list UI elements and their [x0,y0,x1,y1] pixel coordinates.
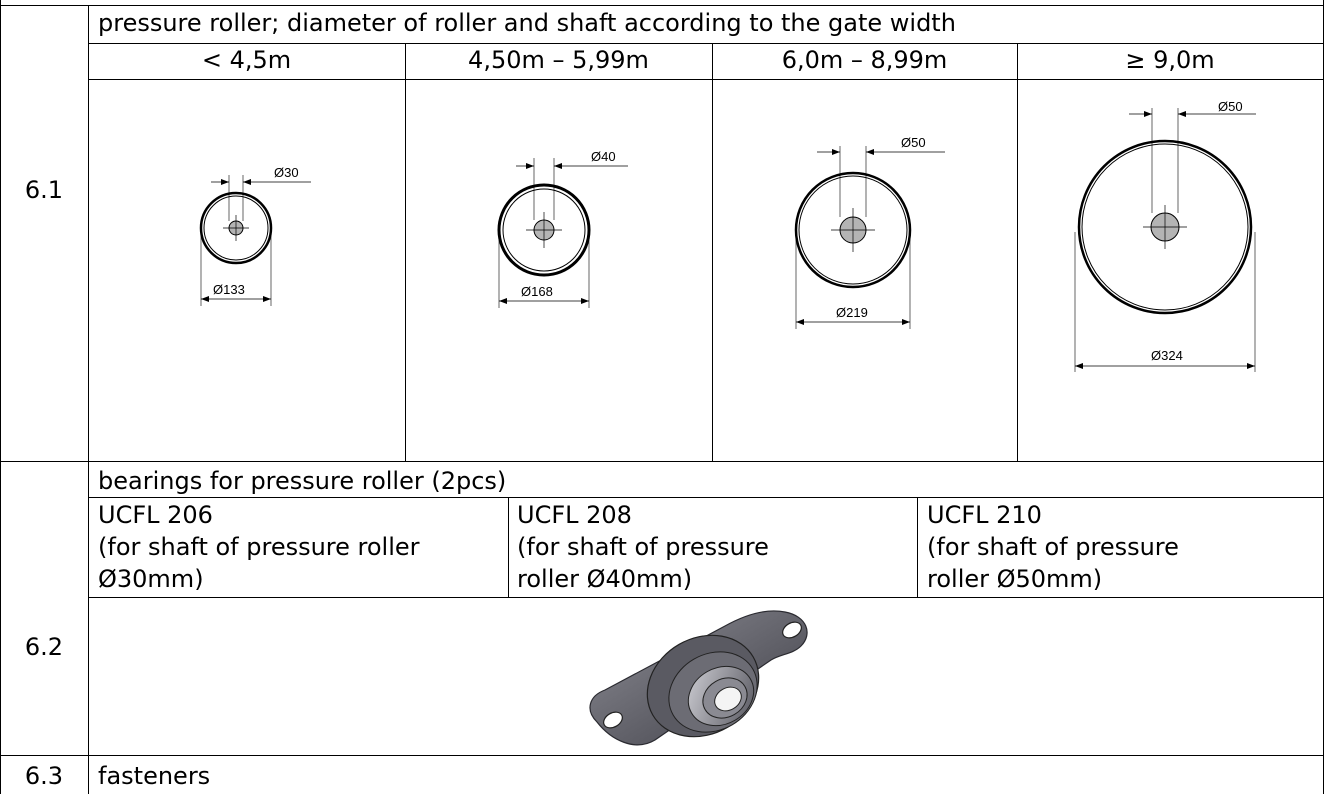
table-border-left [0,0,1,794]
row-divider [88,79,1324,80]
table-border-top [0,5,1324,6]
col-divider [917,497,918,597]
row-divider [88,497,1324,498]
col-divider [405,43,406,461]
bearing-note: roller Ø40mm) [517,565,693,593]
roller-drawing: Ø50 Ø324 [1074,99,1256,372]
roller-drawing: Ø50 Ø219 [794,135,945,329]
section-divider [0,461,1324,462]
bearing-note: roller Ø50mm) [927,565,1103,593]
width-range-label: 6,0m – 8,99m [781,46,948,74]
row-divider [88,597,1324,598]
shaft-diameter-label: Ø30 [274,165,299,180]
col-divider [712,43,713,461]
width-range-label: < 4,5m [201,46,292,74]
section-title: fasteners [98,762,211,790]
table-border-right [1323,0,1324,794]
col-divider [508,497,509,597]
flange-bearing-image [589,610,808,746]
bearing-model: UCFL 208 [517,501,632,529]
width-range-label: ≥ 9,0m [1125,46,1215,74]
roller-diameter-label: Ø168 [521,284,553,299]
roller-drawing: Ø40 Ø168 [497,149,628,308]
bearing-note: (for shaft of pressure [927,533,1179,561]
row-divider [88,43,1324,44]
section-divider [0,755,1324,756]
section-number: 6.1 [24,176,64,204]
shaft-diameter-label: Ø50 [901,135,926,150]
shaft-diameter-label: Ø40 [591,149,616,164]
section-title: bearings for pressure roller (2pcs) [98,467,507,495]
width-range-label: 4,50m – 5,99m [468,46,649,74]
bearing-note: (for shaft of pressure [517,533,769,561]
section-title: pressure roller; diameter of roller and … [98,9,956,37]
section-number: 6.2 [24,633,64,661]
bearing-model: UCFL 210 [927,501,1042,529]
number-column-divider [88,5,89,794]
roller-drawing: Ø30 Ø133 [199,165,311,306]
bearing-model: UCFL 206 [98,501,213,529]
roller-diameter-label: Ø133 [213,282,245,297]
col-divider [1017,43,1018,461]
roller-diameter-label: Ø324 [1151,348,1183,363]
shaft-diameter-label: Ø50 [1218,99,1243,114]
section-number: 6.3 [24,762,64,790]
roller-diameter-label: Ø219 [836,305,868,320]
bearing-note: Ø30mm) [98,565,204,593]
bearing-note: (for shaft of pressure roller [98,533,420,561]
